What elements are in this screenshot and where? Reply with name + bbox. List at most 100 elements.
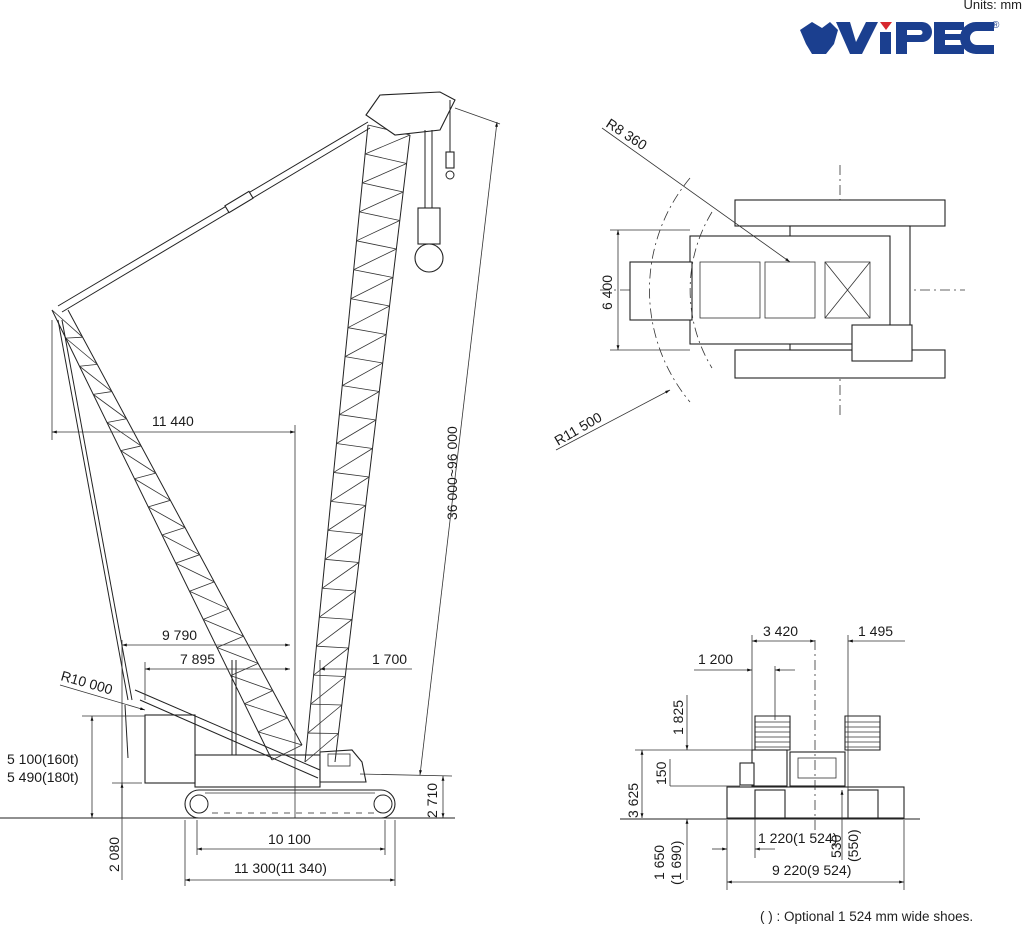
luffing-mast <box>51 309 303 761</box>
top-view: R8 360 R11 500 6 400 <box>552 115 965 451</box>
lattice-brace <box>134 478 171 501</box>
lattice-brace <box>336 443 373 449</box>
lattice-brace <box>189 581 215 592</box>
cab-top <box>851 324 913 362</box>
dim-9790: 9 790 <box>162 627 197 643</box>
lattice-brace <box>304 733 339 763</box>
lattice-brace <box>350 277 394 300</box>
lattice-brace <box>79 365 113 392</box>
dim-1495: 1 495 <box>858 623 893 639</box>
lattice-brace <box>93 391 112 395</box>
boom-tip <box>365 91 456 136</box>
lattice-brace <box>203 619 244 637</box>
lattice-brace <box>362 182 404 193</box>
dim-radius-11440: 11 440 <box>152 413 194 429</box>
dim-overall-width: 9 220(9 524) <box>772 862 851 878</box>
dim-1825: 1 825 <box>670 700 686 735</box>
lattice-brace <box>316 645 349 649</box>
vipec-logo: ® <box>800 20 1000 54</box>
lattice-brace <box>161 534 200 556</box>
counterweight-stack-left <box>754 715 791 751</box>
lattice-brace <box>203 608 230 620</box>
lattice-brace <box>120 450 156 474</box>
dim-width-top: 6 400 <box>599 275 615 310</box>
dim-shoe-width: 1 220(1 524) <box>758 830 837 846</box>
dim-150: 150 <box>653 761 669 785</box>
lattice-brace <box>324 533 363 560</box>
lattice-brace <box>230 675 273 692</box>
lattice-brace <box>175 554 200 564</box>
dim-boom-length: 36 000~96 000 <box>444 426 460 520</box>
lattice-brace <box>339 414 376 421</box>
lattice-brace <box>79 363 98 367</box>
lattice-brace <box>356 240 397 250</box>
dim-cw-clearance: 2 080 <box>106 837 122 872</box>
lattice-brace <box>148 499 171 508</box>
footnote: ( ) : Optional 1 524 mm wide shoes. <box>760 909 974 924</box>
dim-pivot-height: 2 710 <box>424 783 440 818</box>
lattice-brace <box>344 334 387 357</box>
side-view: 11 440 9 790 7 895 1 700 R10 000 5 100(1… <box>0 91 501 886</box>
lattice-brace <box>333 472 370 478</box>
dim-1700: 1 700 <box>372 651 407 667</box>
front-view: 3 420 1 495 1 200 1 825 3 625 150 1 650 … <box>620 623 920 890</box>
dim-1690: (1 690) <box>668 841 684 885</box>
units-label: Units: mm <box>963 0 1023 12</box>
lattice-brace <box>327 505 366 531</box>
lattice-brace <box>313 647 349 676</box>
lattice-brace <box>319 590 356 618</box>
lattice-brace <box>148 506 186 528</box>
lattice-brace <box>356 220 400 242</box>
lattice-brace <box>244 690 273 705</box>
dim-3625: 3 625 <box>625 783 641 818</box>
counterweight-top <box>629 261 693 321</box>
pendant-line <box>57 121 369 307</box>
lattice-brace <box>353 269 394 278</box>
counterweight-stack-right <box>844 715 881 751</box>
lattice-brace <box>216 647 259 664</box>
dim-550: (550) <box>845 829 861 862</box>
lattice-brace <box>106 418 127 423</box>
main-boom <box>304 124 411 763</box>
lattice-brace <box>330 501 366 506</box>
lattice-brace <box>347 327 387 335</box>
lattice-brace <box>161 527 186 536</box>
lattice-brace <box>322 587 356 592</box>
crawler <box>184 789 396 819</box>
lattice-brace <box>321 562 360 589</box>
dim-crawler-length: 11 300(11 340) <box>234 860 327 876</box>
dim-530: 530 <box>828 834 844 858</box>
hook-block <box>417 207 441 245</box>
lattice-brace <box>342 362 383 386</box>
lattice-brace <box>310 676 346 705</box>
lattice-brace <box>313 674 346 677</box>
lattice-brace <box>93 394 127 420</box>
lattice-brace <box>359 211 400 221</box>
dim-cw-height-160t: 5 100(160t) <box>7 751 79 767</box>
counterweight <box>144 714 196 784</box>
dim-7895: 7 895 <box>180 651 215 667</box>
lattice-brace <box>134 472 156 480</box>
lattice-brace <box>189 590 230 610</box>
dim-1650: 1 650 <box>651 845 667 880</box>
lattice-brace <box>359 191 404 213</box>
crawler-top-lower <box>734 349 946 379</box>
lattice-brace <box>51 309 83 338</box>
upper-body <box>194 754 321 788</box>
dim-1200: 1 200 <box>698 651 733 667</box>
lattice-brace <box>345 356 383 364</box>
lattice-brace <box>216 635 244 648</box>
lattice-brace <box>347 305 390 329</box>
lattice-brace <box>244 703 288 719</box>
lattice-brace <box>175 562 215 583</box>
lattice-brace <box>365 153 407 164</box>
lattice-brace <box>65 337 98 365</box>
lattice-brace <box>307 704 343 734</box>
lattice-brace <box>336 419 377 444</box>
lattice-brace <box>330 476 370 502</box>
crawler-top-upper <box>734 199 946 227</box>
lattice-brace <box>339 391 380 415</box>
lattice-brace <box>271 744 303 761</box>
lattice-brace <box>342 385 380 392</box>
lattice-brace <box>350 298 390 307</box>
